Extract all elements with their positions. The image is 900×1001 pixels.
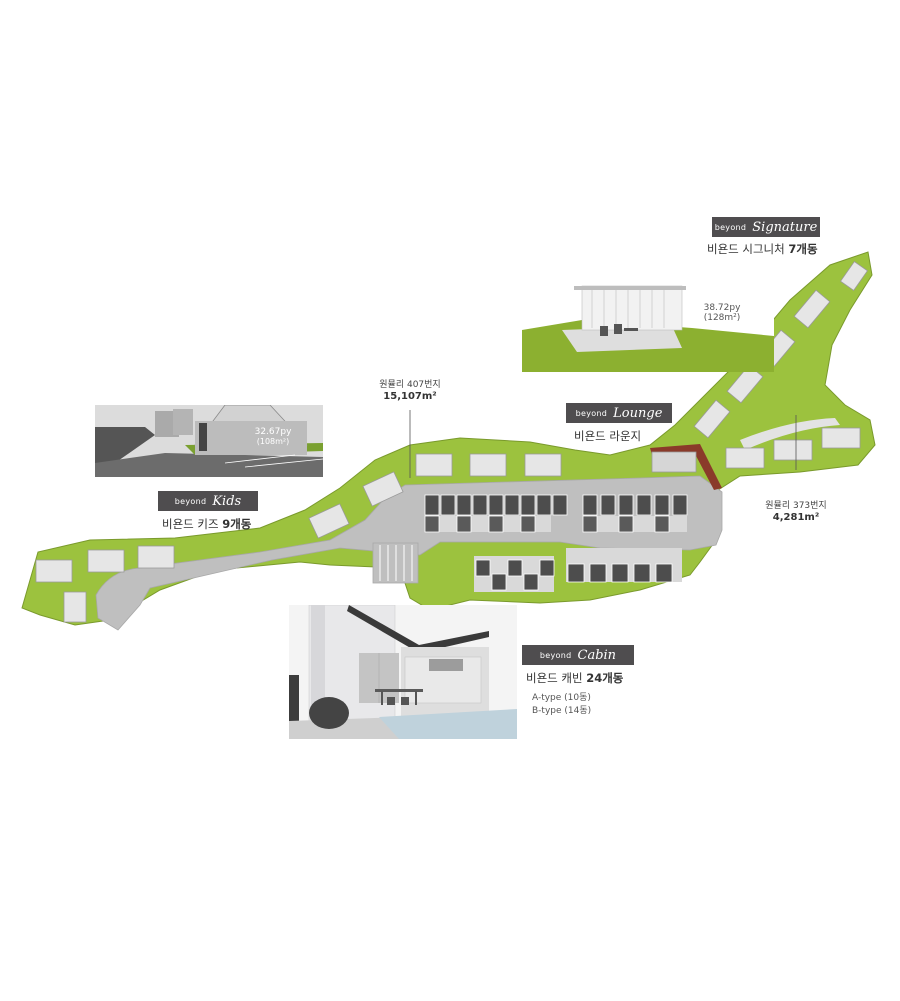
lounge-badge-name: Lounge — [613, 405, 663, 421]
cabin-house-render — [289, 605, 517, 739]
signature-badge: beyond Signature — [712, 217, 820, 237]
kids-house-render: 32.67py (108m²) — [95, 405, 323, 477]
kids-title: 비욘드 키즈 9개동 — [162, 516, 251, 532]
kids-house — [87, 549, 125, 573]
signature-house — [821, 427, 861, 449]
cabin-units-top — [424, 494, 688, 516]
lot-east-area: 4,281m² — [772, 512, 820, 523]
kids-house — [415, 453, 453, 477]
signature-house — [793, 289, 831, 329]
cabin-unit — [456, 515, 472, 533]
signature-size-m2: (128m²) — [703, 313, 741, 323]
cabin-title: 비욘드 캐빈 24개동 — [526, 670, 623, 686]
cabin-unit — [654, 494, 670, 516]
cabin-title-count: 24개동 — [586, 671, 624, 685]
cabin-units-top-2 — [424, 515, 670, 533]
cabin-unit — [582, 515, 598, 533]
cabin-unit — [654, 515, 670, 533]
cabin-unit — [618, 515, 634, 533]
kids-title-prefix: 비욘드 키즈 — [162, 517, 223, 531]
cabin-type-a: A-type (10동) — [532, 693, 591, 703]
signature-house — [840, 261, 868, 291]
lounge-title: 비욘드 라운지 — [574, 429, 642, 443]
kids-house — [469, 453, 507, 477]
cabin-unit — [523, 573, 539, 591]
cabin-unit — [440, 494, 456, 516]
signature-badge-name: Signature — [752, 219, 818, 235]
signature-size: 38.72py (128m²) — [694, 303, 750, 323]
signature-house — [773, 439, 813, 461]
cabin-unit — [672, 494, 688, 516]
signature-title-count: 7개동 — [788, 242, 818, 256]
parking-stalls — [379, 545, 413, 581]
lot-west-area: 15,107m² — [383, 391, 437, 402]
cabin-unit — [491, 573, 507, 591]
cabin-unit — [504, 494, 520, 516]
cabin-unit — [618, 494, 634, 516]
kids-house — [137, 545, 175, 569]
cabin-unit — [636, 494, 652, 516]
kids-house — [524, 453, 562, 477]
cabin-unit — [655, 563, 673, 583]
kids-size-py: 32.67py — [254, 427, 292, 437]
lot-east-address: 원뮬리 373번지 — [765, 501, 827, 511]
signature-house — [725, 447, 765, 469]
kids-house — [35, 559, 73, 583]
cabin-unit — [520, 494, 536, 516]
lot-west-address: 원뮬리 407번지 — [379, 380, 441, 390]
cabin-unit — [520, 515, 536, 533]
cabin-badge-name: Cabin — [577, 647, 617, 663]
signature-badge-prefix: beyond — [714, 222, 747, 232]
signature-size-py: 38.72py — [703, 303, 741, 313]
lounge-badge-prefix: beyond — [575, 408, 608, 418]
cabin-unit — [633, 563, 651, 583]
cabin-types: A-type (10동) B-type (14동) — [532, 690, 591, 716]
cabin-badge: beyond Cabin — [522, 645, 634, 665]
cabin-type-b: B-type (14동) — [532, 706, 592, 716]
kids-size: 32.67py (108m²) — [243, 427, 303, 446]
kids-house — [362, 471, 404, 507]
cabin-unit — [589, 563, 607, 583]
cabin-unit — [536, 494, 552, 516]
cabin-unit — [424, 515, 440, 533]
kids-badge: beyond Kids — [158, 491, 258, 511]
kids-house — [308, 503, 350, 539]
cabin-unit — [539, 559, 555, 577]
signature-walkway — [740, 418, 840, 450]
cabin-unit — [552, 494, 568, 516]
signature-title-prefix: 비욘드 시그니처 — [707, 242, 789, 256]
cabin-title-prefix: 비욘드 캐빈 — [526, 671, 587, 685]
signature-title: 비욘드 시그니처 7개동 — [707, 241, 818, 257]
cabin-unit — [472, 494, 488, 516]
cabin-unit — [475, 559, 491, 577]
kids-title-count: 9개동 — [222, 517, 252, 531]
signature-house-render — [522, 268, 774, 372]
kids-size-m2: (108m²) — [256, 437, 290, 446]
cabin-unit — [507, 559, 523, 577]
cabin-unit — [456, 494, 472, 516]
cabin-units-bottom — [475, 559, 673, 591]
cabin-unit — [567, 563, 585, 583]
cabin-unit — [488, 494, 504, 516]
cabin-unit — [488, 515, 504, 533]
lounge-badge: beyond Lounge — [566, 403, 672, 423]
cabin-unit — [424, 494, 440, 516]
kids-badge-name: Kids — [212, 493, 242, 509]
kids-houses — [35, 453, 562, 623]
cabin-unit — [600, 494, 616, 516]
signature-house — [693, 399, 731, 439]
cabin-unit — [611, 563, 629, 583]
kids-badge-prefix: beyond — [174, 496, 207, 506]
lounge-building — [650, 444, 722, 490]
cabin-badge-prefix: beyond — [539, 650, 572, 660]
cabin-unit — [582, 494, 598, 516]
kids-house — [63, 591, 87, 623]
